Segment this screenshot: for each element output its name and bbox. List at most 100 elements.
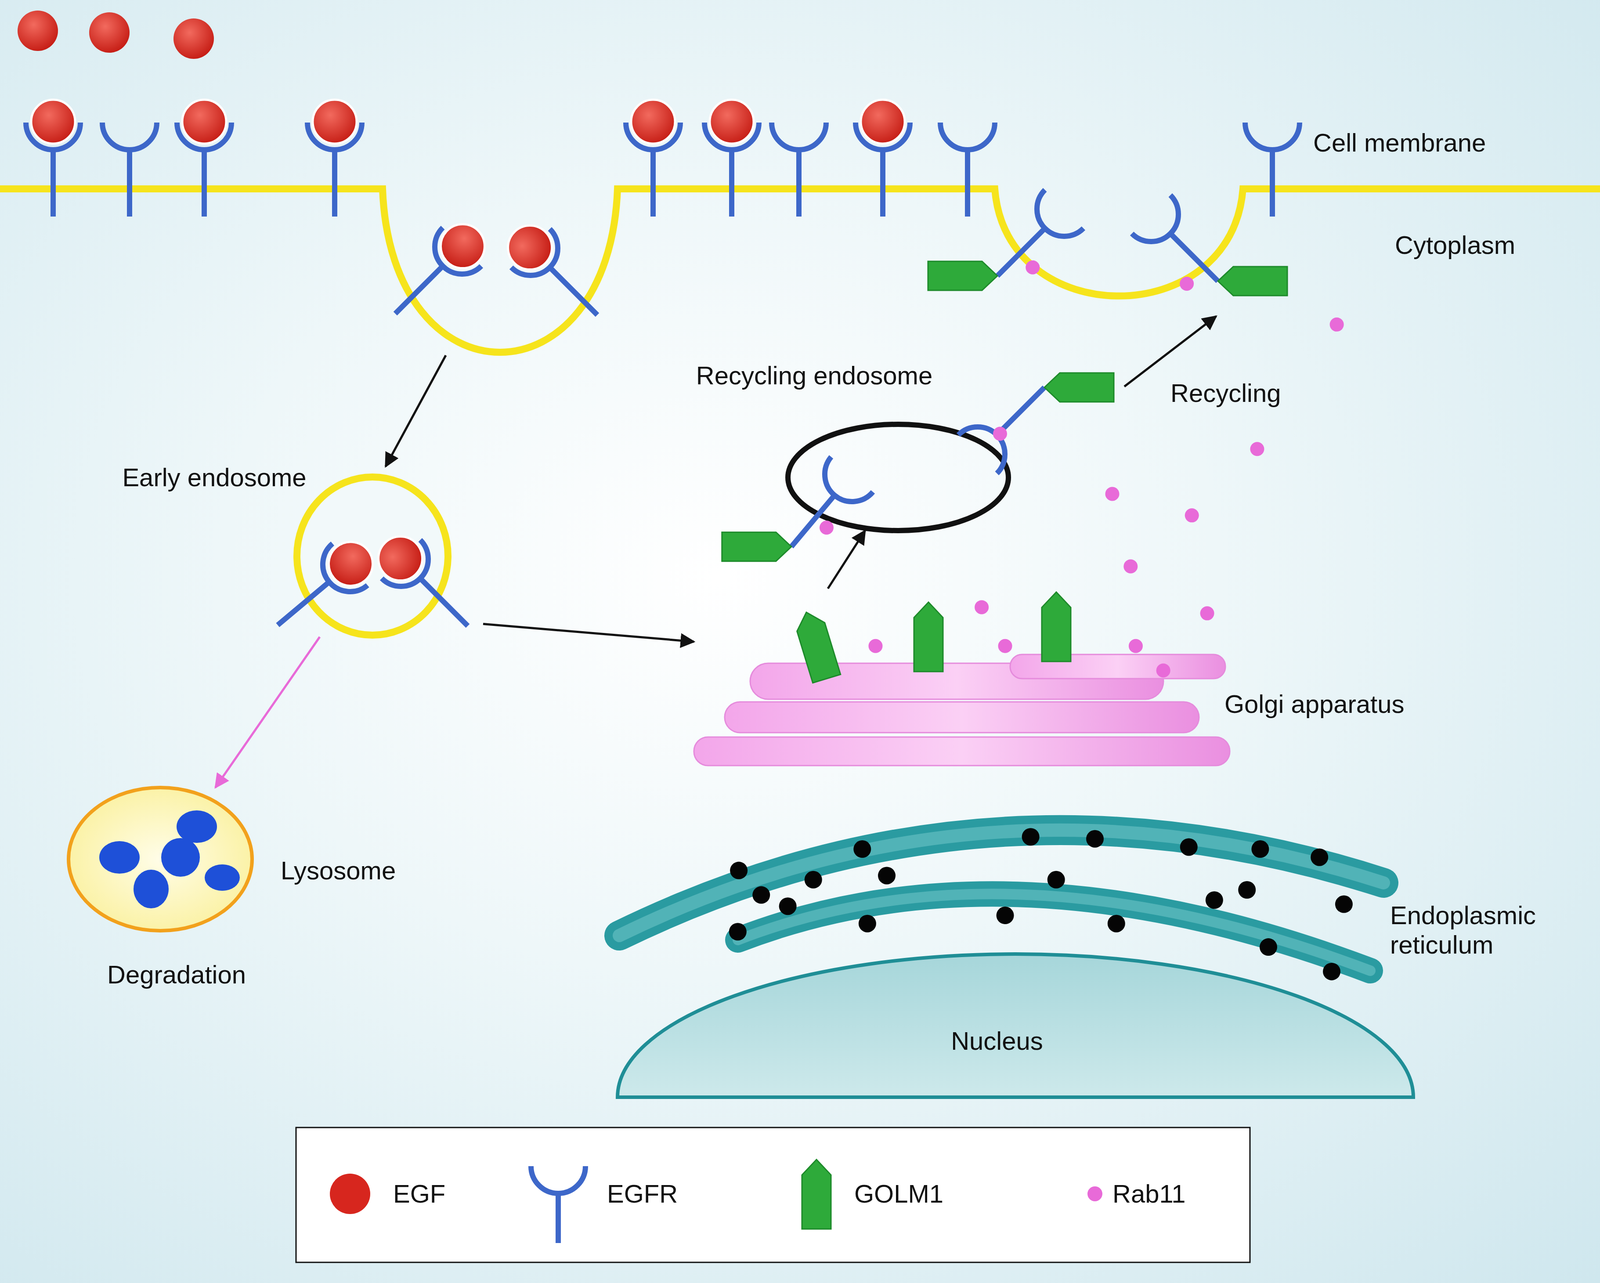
- ribosome-dot: [729, 861, 748, 880]
- egfr-receptor: [1245, 122, 1300, 217]
- egfr-receptor: [940, 122, 995, 217]
- endoplasmic-reticulum: Endoplasmic reticulum: [612, 816, 1388, 990]
- golm1-shape: [1044, 372, 1114, 402]
- rab11-dot: [1156, 663, 1171, 678]
- egfr-stem: [1269, 149, 1275, 217]
- egfr-cup: [813, 456, 874, 513]
- legend-box: [296, 1127, 1250, 1263]
- region-label: Recycling: [1170, 378, 1281, 409]
- rab11-dot: [993, 426, 1008, 441]
- egfr-receptor: [625, 99, 681, 217]
- golm1-shape: [928, 261, 998, 291]
- golm1-protein: [928, 261, 998, 291]
- egfr-cup: [530, 1166, 586, 1194]
- golm1-protein: [1044, 372, 1114, 402]
- legend-swatch: [329, 1173, 371, 1214]
- rab11-dot: [1200, 606, 1215, 621]
- ribosome-dot: [1238, 881, 1256, 899]
- rab11-dot: [1025, 260, 1040, 275]
- legend-label: EGF: [393, 1179, 446, 1209]
- nucleus-dome: [617, 953, 1414, 1098]
- egfr-stem: [420, 578, 468, 626]
- ribosome-dot: [1205, 891, 1224, 909]
- golm1-shape: [722, 532, 792, 562]
- egfr-receptor: [260, 528, 385, 647]
- rab11-dot: [1105, 487, 1120, 502]
- egfr-stem: [50, 149, 56, 217]
- rab11-dot: [974, 599, 989, 614]
- egfr-cup: [771, 122, 827, 150]
- golm1-protein: [722, 532, 792, 562]
- golm1-protein: [792, 607, 841, 683]
- enzyme-blob: [99, 841, 140, 874]
- ribosome-dot: [804, 870, 823, 889]
- recycling-endosome: Recycling endosome: [787, 424, 1009, 531]
- early-endosome-outline: [296, 476, 448, 636]
- er-bands: [619, 830, 1384, 971]
- egfr-stem: [1170, 233, 1218, 282]
- egfr-stem: [880, 149, 886, 217]
- rab11-dot: [1184, 508, 1200, 523]
- egfr-cup: [940, 122, 995, 150]
- ribosome-dot: [1322, 962, 1341, 981]
- cisterna: [724, 701, 1200, 733]
- region-label: Cell membrane: [1313, 128, 1486, 158]
- ribosome-dot: [752, 886, 770, 904]
- golm1-shape: [1041, 592, 1071, 662]
- organelle-label: Golgi apparatus: [1224, 689, 1405, 719]
- egfr-cup: [311, 543, 368, 604]
- egfr-stem: [549, 267, 598, 315]
- egfr-cup: [1245, 122, 1300, 150]
- golm1-shape: [792, 607, 841, 683]
- rab11-dot: [1249, 441, 1265, 456]
- egfr-stem: [729, 149, 735, 217]
- legend-label: EGFR: [606, 1179, 678, 1209]
- ribosome-dot: [996, 906, 1015, 925]
- egfr-receptor: [25, 99, 81, 217]
- golgi-cisternae: [693, 654, 1230, 766]
- egfr-cup: [102, 122, 157, 150]
- region-label: Cytoplasm: [1394, 230, 1516, 261]
- egfr-receptor: [704, 99, 759, 217]
- ribosome-dot: [1251, 840, 1269, 858]
- egfr-receptor: [176, 99, 232, 217]
- egfr-receptor: [855, 99, 911, 217]
- egfr-receptor: [530, 1166, 586, 1243]
- organelle-label: Recycling endosome: [696, 361, 933, 391]
- legend-swatch: [1087, 1186, 1103, 1202]
- egfr-receptor: [365, 523, 487, 645]
- ribosome-dot: [877, 866, 896, 885]
- rab11-dot: [819, 520, 834, 535]
- rab11-dot: [1123, 559, 1138, 574]
- organelle-label: Degradation: [107, 960, 246, 990]
- egfr-cup: [176, 122, 232, 150]
- egf-ligand: [182, 99, 227, 144]
- early-endosome: Early endosome: [263, 474, 484, 637]
- egfr-stem: [650, 149, 656, 217]
- organelle-label: Nucleus: [950, 1026, 1044, 1056]
- golm1-shape: [801, 1159, 831, 1229]
- egfr-cup: [855, 122, 911, 150]
- molecules: [17, 10, 1353, 1243]
- connector-arrow: [215, 636, 320, 788]
- organelle-label: Early endosome: [122, 462, 307, 493]
- ribosome-dot: [1022, 827, 1040, 846]
- ribosome-dot: [1310, 848, 1329, 867]
- rab11-dot: [1329, 317, 1344, 332]
- egf-ligand: [17, 10, 58, 51]
- egfr-receptor: [494, 212, 617, 334]
- nucleus: Nucleus: [617, 953, 1414, 1098]
- egf-ligand: [631, 99, 676, 144]
- egfr-stem: [964, 149, 971, 217]
- golm1-shape: [1217, 266, 1288, 296]
- egfr-stem: [997, 228, 1045, 276]
- ribosome-dot: [1180, 837, 1198, 856]
- legend-label: Rab11: [1112, 1179, 1186, 1209]
- recycling-arrow: [1124, 316, 1217, 387]
- legend-label: GOLM1: [854, 1179, 944, 1209]
- golgi-apparatus: Golgi apparatus: [693, 588, 1230, 766]
- egfr-receptor: [771, 122, 827, 217]
